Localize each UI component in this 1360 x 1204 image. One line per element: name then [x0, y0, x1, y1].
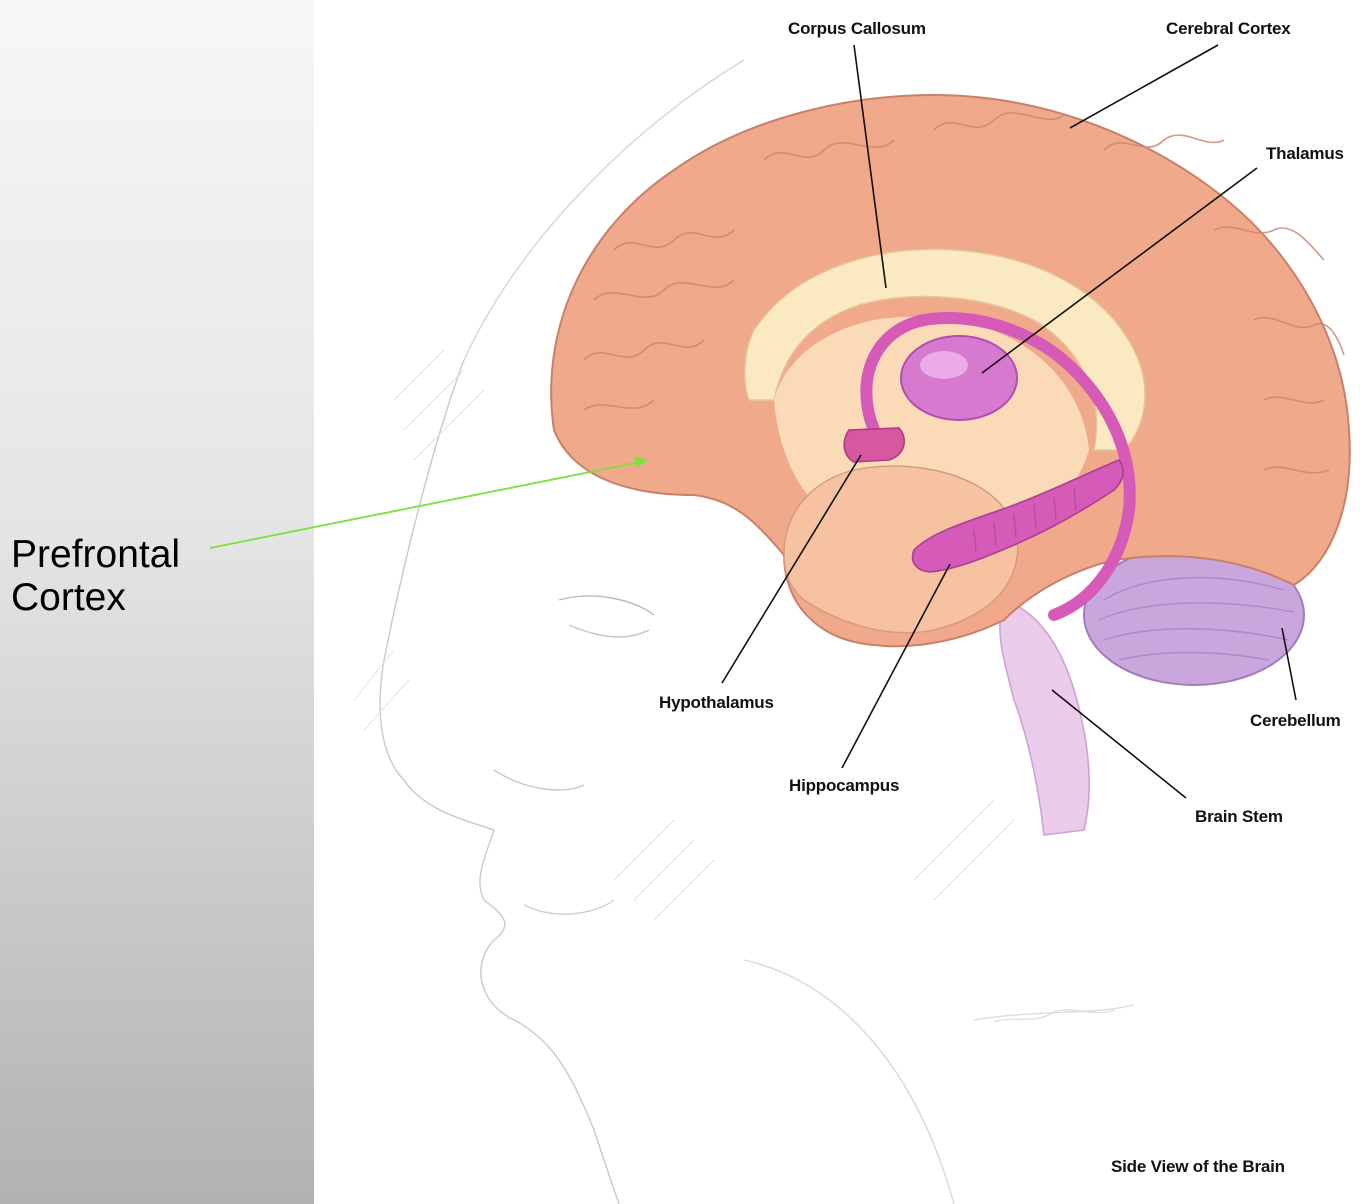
label-brain-stem: Brain Stem — [1195, 807, 1283, 827]
label-cerebral-cortex: Cerebral Cortex — [1166, 19, 1291, 39]
label-hippocampus: Hippocampus — [789, 776, 899, 796]
thalamus-shape — [901, 336, 1017, 420]
caption-side-view: Side View of the Brain — [1111, 1157, 1285, 1177]
brain-diagram-svg — [314, 0, 1360, 1204]
prefrontal-cortex-label: Prefrontal Cortex — [11, 533, 180, 619]
brain-stem-shape — [1000, 600, 1089, 835]
leader-cerebral-cortex — [1070, 45, 1218, 128]
prefrontal-label-line2: Cortex — [11, 576, 180, 619]
brain-illustration: Corpus Callosum Cerebral Cortex Thalamus… — [314, 0, 1360, 1204]
label-cerebellum: Cerebellum — [1250, 711, 1341, 731]
hypothalamus-shape — [844, 428, 904, 462]
label-hypothalamus: Hypothalamus — [659, 693, 774, 713]
prefrontal-label-line1: Prefrontal — [11, 533, 180, 576]
label-corpus-callosum: Corpus Callosum — [788, 19, 926, 39]
label-thalamus: Thalamus — [1266, 144, 1344, 164]
